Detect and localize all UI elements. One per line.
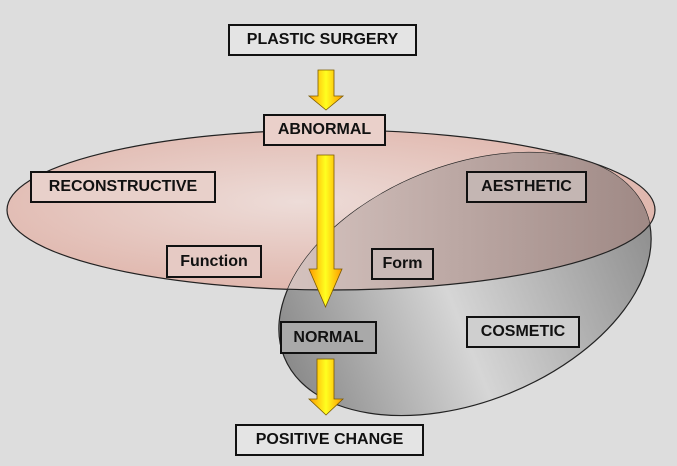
positive-change-box: POSITIVE CHANGE <box>235 424 424 456</box>
arrow-down-icon <box>307 358 345 416</box>
aesthetic-box: AESTHETIC <box>466 171 587 203</box>
arrow-down-icon <box>308 154 343 309</box>
cosmetic-box: COSMETIC <box>466 316 580 348</box>
abnormal-box: ABNORMAL <box>263 114 386 146</box>
function-box: Function <box>166 245 262 278</box>
reconstructive-box: RECONSTRUCTIVE <box>30 171 216 203</box>
form-box: Form <box>371 248 434 280</box>
normal-box: NORMAL <box>280 321 377 354</box>
arrow-down-icon <box>307 69 345 111</box>
plastic-surgery-box: PLASTIC SURGERY <box>228 24 417 56</box>
